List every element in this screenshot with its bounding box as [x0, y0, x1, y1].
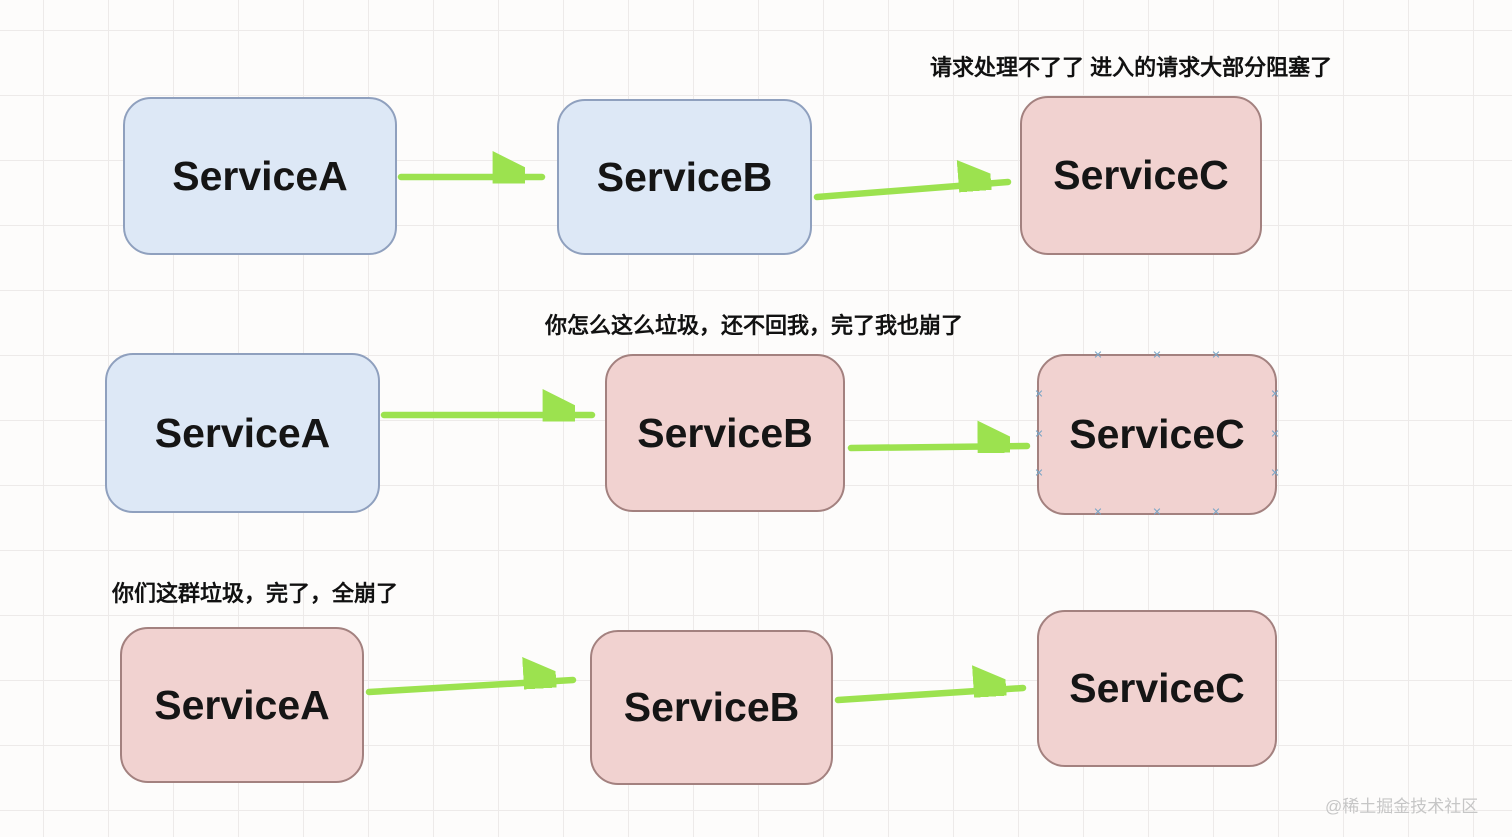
node-label: ServiceA	[154, 681, 330, 728]
node-label: ServiceA	[154, 409, 331, 456]
selection-handle-icon[interactable]: ✕	[1034, 428, 1044, 440]
arrow-r1-b-to-c[interactable]	[813, 182, 1012, 201]
selection-handle-icon[interactable]: ✕	[1270, 428, 1280, 440]
selection-handle-icon[interactable]: ✕	[1211, 506, 1221, 519]
annotation-all-crashed: 你们这群垃圾，完了，全崩了	[112, 581, 399, 606]
selection-handle-icon[interactable]: ✕	[1270, 467, 1280, 480]
arrow-r3-a-to-b[interactable]	[365, 680, 577, 696]
node-row2-service-c-selected[interactable]: ServiceC ✕ ✕ ✕ ✕ ✕ ✕ ✕ ✕ ✕ ✕ ✕ ✕	[1034, 349, 1280, 518]
node-row3-service-c[interactable]: ServiceC	[1037, 610, 1277, 767]
selection-handle-icon[interactable]: ✕	[1034, 467, 1044, 480]
node-row3-service-a[interactable]: ServiceA	[120, 627, 364, 783]
annotation-service-b-crashed: 你怎么这么垃圾，还不回我，完了我也崩了	[545, 313, 964, 338]
node-label: ServiceC	[1069, 411, 1245, 457]
node-label: ServiceB	[596, 153, 773, 200]
node-row1-service-c[interactable]: ServiceC	[1020, 96, 1262, 255]
selection-handle-icon[interactable]: ✕	[1211, 349, 1221, 362]
node-row2-service-a[interactable]: ServiceA	[105, 353, 380, 513]
annotation-service-c-blocked: 请求处理不了了 进入的请求大部分阻塞了	[930, 55, 1333, 80]
selection-handle-icon[interactable]: ✕	[1093, 349, 1103, 362]
node-row2-service-b[interactable]: ServiceB	[605, 354, 845, 512]
node-row1-service-b[interactable]: ServiceB	[557, 99, 812, 255]
selection-handle-icon[interactable]: ✕	[1270, 388, 1280, 401]
arrow-r2-b-to-c[interactable]	[847, 446, 1031, 448]
node-row3-service-b[interactable]: ServiceB	[590, 630, 833, 785]
selection-handle-icon[interactable]: ✕	[1152, 506, 1162, 519]
selection-handle-icon[interactable]: ✕	[1034, 388, 1044, 401]
node-row1-service-a[interactable]: ServiceA	[123, 97, 397, 255]
node-label: ServiceC	[1069, 665, 1245, 711]
node-label: ServiceB	[623, 684, 800, 730]
arrow-r3-b-to-c[interactable]	[834, 688, 1027, 704]
node-label: ServiceC	[1053, 152, 1229, 198]
selection-handle-icon[interactable]: ✕	[1152, 349, 1162, 362]
node-label: ServiceA	[172, 152, 348, 199]
juejin-watermark: @稀土掘金技术社区	[1325, 797, 1479, 816]
node-label: ServiceB	[637, 409, 813, 456]
selection-handle-icon[interactable]: ✕	[1093, 506, 1103, 519]
